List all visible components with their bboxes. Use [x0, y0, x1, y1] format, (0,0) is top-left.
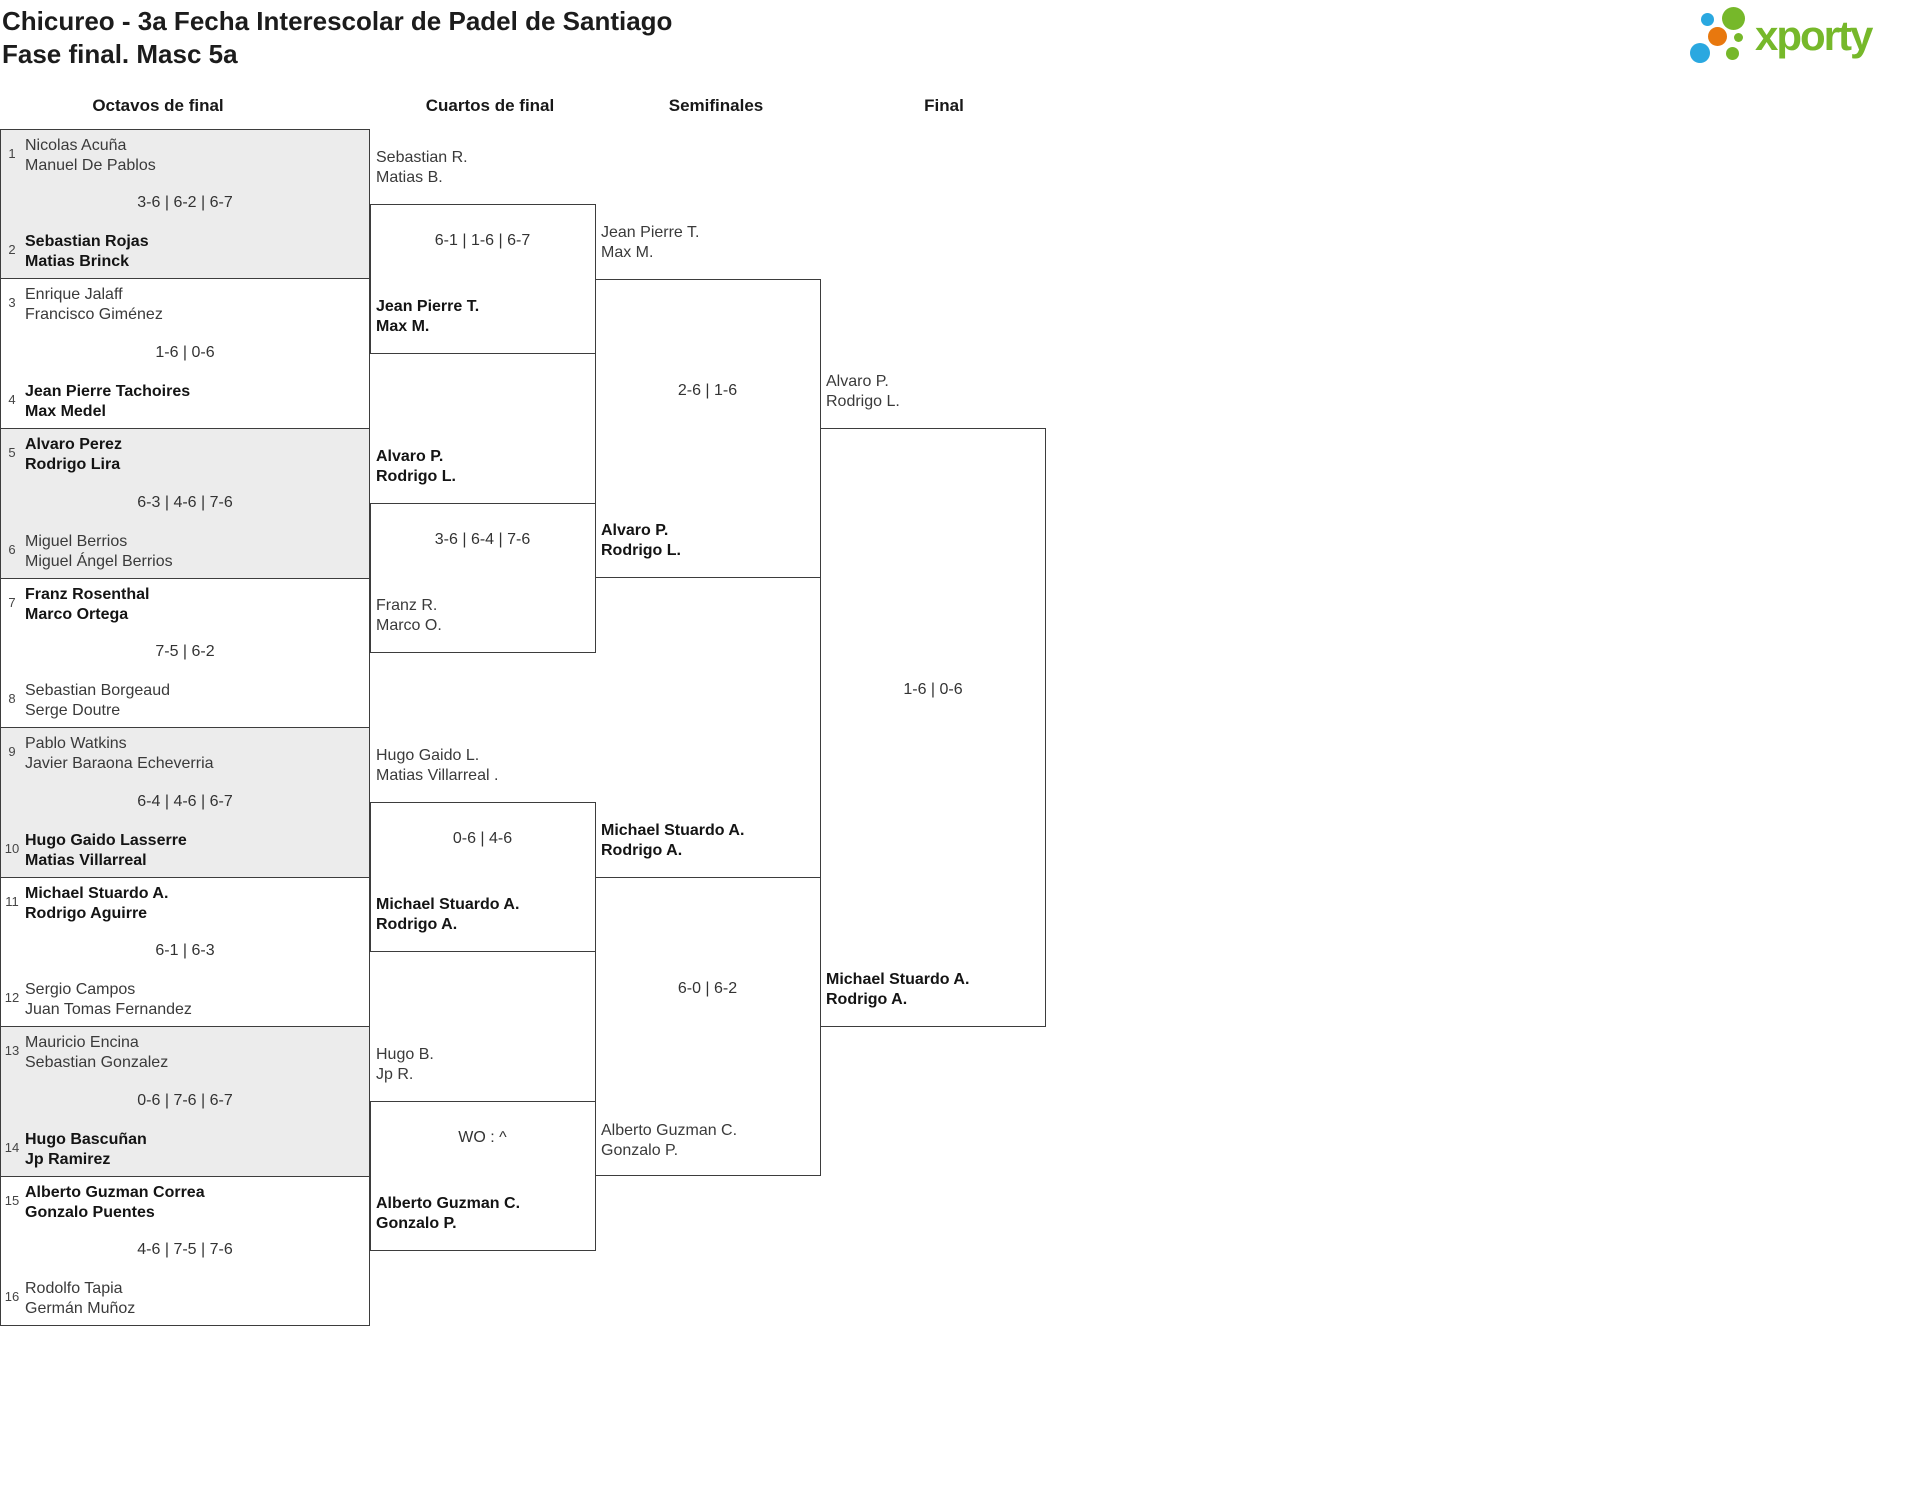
logo-dot-green-small: [1726, 47, 1739, 60]
match-box-final: [820, 428, 1046, 1027]
team-name: Sergio Campos Juan Tomas Fernandez: [25, 981, 192, 1018]
match-score: 3-6 | 6-4 | 7-6: [434, 531, 531, 548]
team-name: Alvaro P. Rodrigo L.: [601, 522, 681, 559]
team-name: Sebastian Rojas Matias Brinck: [25, 233, 149, 270]
seed-number: 14: [4, 1140, 20, 1155]
brand-logo[interactable]: xporty: [1688, 2, 1916, 74]
seed-number: 13: [4, 1043, 20, 1058]
page-subtitle: Fase final. Masc 5a: [2, 39, 238, 69]
seed-number: 15: [4, 1193, 20, 1208]
team-name: Alberto Guzman Correa Gonzalo Puentes: [25, 1184, 205, 1221]
match-box-qf-2: [370, 503, 596, 653]
logo-dot-green-large: [1722, 7, 1745, 30]
match-score: 1-6 | 0-6: [155, 344, 215, 361]
match-score: 6-1 | 6-3: [155, 942, 215, 959]
seed-number: 6: [8, 542, 16, 557]
team-name: Miguel Berrios Miguel Ángel Berrios: [25, 533, 173, 570]
team-name: Hugo Bascuñan Jp Ramirez: [25, 1131, 147, 1168]
team-name: Enrique Jalaff Francisco Giménez: [25, 286, 163, 323]
team-name: Alvaro P. Rodrigo L.: [376, 448, 456, 485]
seed-number: 16: [4, 1289, 20, 1304]
round-header-semifinales: Semifinales: [668, 96, 764, 115]
match-score: 7-5 | 6-2: [155, 643, 215, 660]
team-name: Michael Stuardo A. Rodrigo A.: [376, 896, 520, 933]
brand-text: xporty: [1755, 12, 1873, 59]
team-name: Nicolas Acuña Manuel De Pablos: [25, 137, 156, 174]
match-score: WO : ^: [458, 1129, 507, 1146]
team-name: Alberto Guzman C. Gonzalo P.: [376, 1195, 521, 1232]
logo-dot-orange: [1708, 27, 1727, 46]
team-name: Jean Pierre T. Max M.: [376, 298, 480, 335]
match-score: 0-6 | 7-6 | 6-7: [137, 1092, 233, 1109]
seed-number: 12: [4, 990, 20, 1005]
seed-number: 10: [4, 841, 20, 856]
team-name: Mauricio Encina Sebastian Gonzalez: [25, 1034, 169, 1071]
match-box-r16-3: [0, 428, 370, 579]
team-name: Hugo Gaido Lasserre Matias Villarreal: [25, 832, 187, 869]
team-name: Alvaro Perez Rodrigo Lira: [25, 436, 122, 473]
team-name: Jean Pierre Tachoires Max Medel: [25, 383, 191, 420]
seed-number: 11: [5, 894, 19, 909]
round-header-cuartos: Cuartos de final: [425, 96, 555, 115]
team-name: Franz Rosenthal Marco Ortega: [25, 586, 150, 623]
team-name: Alvaro P. Rodrigo L.: [826, 373, 900, 410]
team-name: Hugo Gaido L. Matias Villarreal .: [376, 747, 499, 784]
match-box-r16-8: [0, 1176, 370, 1326]
logo-dot-blue-small: [1701, 13, 1714, 26]
match-score: 2-6 | 1-6: [677, 382, 738, 399]
team-name: Michael Stuardo A. Rodrigo A.: [601, 822, 745, 859]
match-box-qf-4: [370, 1101, 596, 1251]
round-header-octavos: Octavos de final: [92, 96, 224, 115]
seed-number: 7: [8, 595, 16, 610]
page-title: Chicureo - 3a Fecha Interescolar de Pade…: [2, 6, 673, 36]
seed-number: 8: [8, 691, 16, 706]
seed-number: 1: [8, 146, 16, 161]
team-name: Michael Stuardo A. Rodrigo Aguirre: [25, 885, 169, 922]
team-name: Michael Stuardo A. Rodrigo A.: [826, 971, 970, 1008]
match-score: 6-0 | 6-2: [677, 980, 738, 997]
team-name: Sebastian Borgeaud Serge Doutre: [25, 682, 170, 719]
seed-number: 3: [8, 295, 16, 310]
round-header-final: Final: [924, 96, 964, 115]
team-name: Franz R. Marco O.: [376, 597, 442, 634]
team-name: Sebastian R. Matias B.: [376, 149, 468, 186]
match-score: 4-6 | 7-5 | 7-6: [137, 1241, 233, 1258]
match-score: 3-6 | 6-2 | 6-7: [137, 194, 233, 211]
match-box-r16-7: [0, 1026, 370, 1177]
logo-dot-blue-large: [1690, 43, 1710, 63]
logo-dot-green-tiny: [1734, 33, 1743, 42]
team-name: Hugo B. Jp R.: [376, 1046, 434, 1083]
match-score: 6-3 | 4-6 | 7-6: [137, 494, 233, 511]
team-name: Rodolfo Tapia Germán Muñoz: [25, 1280, 136, 1317]
seed-number: 4: [8, 392, 16, 407]
seed-number: 2: [8, 242, 16, 257]
team-name: Pablo Watkins Javier Baraona Echeverria: [25, 735, 214, 772]
team-name: Jean Pierre T. Max M.: [601, 224, 700, 261]
match-box-r16-5: [0, 727, 370, 878]
match-score: 6-1 | 1-6 | 6-7: [434, 232, 531, 249]
match-score: 1-6 | 0-6: [903, 681, 963, 698]
match-box-r16-1: [0, 129, 370, 279]
team-name: Alberto Guzman C. Gonzalo P.: [601, 1122, 738, 1159]
match-score: 6-4 | 4-6 | 6-7: [137, 793, 233, 810]
seed-number: 9: [8, 744, 16, 759]
match-score: 0-6 | 4-6: [452, 830, 513, 847]
seed-number: 5: [8, 445, 16, 460]
